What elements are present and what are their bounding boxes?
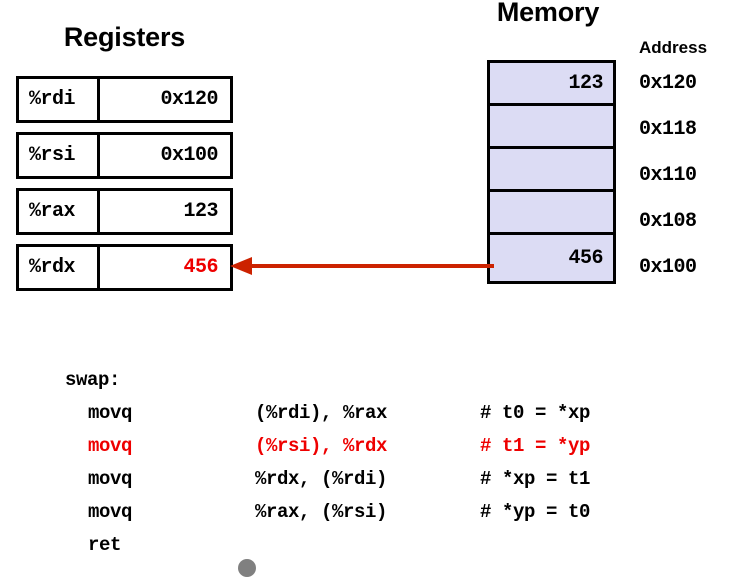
memory-cell-0x118 bbox=[490, 106, 613, 149]
code-line: movq %rax, (%rsi) # *yp = t0 bbox=[65, 495, 712, 528]
memory-to-rdx-arrow-icon bbox=[230, 257, 494, 275]
code-line: movq %rdx, (%rdi) # *xp = t1 bbox=[65, 462, 712, 495]
code-comment: # *yp = t0 bbox=[480, 500, 591, 523]
register-value: 0x100 bbox=[160, 144, 218, 167]
code-line: movq (%rdi), %rax # t0 = *xp bbox=[65, 396, 712, 429]
memory-block: 123 456 bbox=[487, 60, 616, 284]
code-mnemonic: ret bbox=[88, 533, 122, 556]
assembly-code-block: swap: movq (%rdi), %rax # t0 = *xp movq (%rsi… bbox=[65, 363, 712, 561]
address-label-0x120: 0x120 bbox=[639, 71, 697, 95]
code-comment: # t1 = *yp bbox=[480, 434, 591, 457]
register-value: 123 bbox=[183, 200, 218, 223]
register-value: 0x120 bbox=[160, 88, 218, 111]
code-line: ret bbox=[65, 528, 712, 561]
memory-cell-0x108 bbox=[490, 192, 613, 235]
registers-title: Registers bbox=[63, 22, 186, 52]
code-line: swap: bbox=[65, 363, 712, 396]
slide-progress-dot bbox=[238, 559, 256, 577]
address-label-0x100: 0x100 bbox=[639, 255, 697, 279]
address-label-list: 0x120 0x118 0x110 0x108 0x100 bbox=[639, 60, 697, 290]
register-name: %rsi bbox=[19, 135, 100, 176]
address-label-0x110: 0x110 bbox=[639, 163, 697, 187]
address-label-0x108: 0x108 bbox=[639, 209, 697, 233]
code-mnemonic: movq bbox=[88, 500, 133, 523]
code-operands: (%rdi), %rax bbox=[255, 401, 388, 424]
memory-cell-0x110 bbox=[490, 149, 613, 192]
memory-cell-0x120: 123 bbox=[490, 63, 613, 106]
register-row-rax: %rax 123 bbox=[16, 188, 233, 235]
code-operands: %rdx, (%rdi) bbox=[255, 467, 388, 490]
code-comment: # *xp = t1 bbox=[480, 467, 591, 490]
register-row-rdx: %rdx 456 bbox=[16, 244, 233, 291]
code-line: movq (%rsi), %rdx # t1 = *yp bbox=[65, 429, 712, 462]
register-name: %rdi bbox=[19, 79, 100, 120]
code-mnemonic: movq bbox=[88, 467, 133, 490]
code-mnemonic: movq bbox=[88, 401, 133, 424]
address-label-0x118: 0x118 bbox=[639, 117, 697, 141]
address-column-title: Address bbox=[639, 38, 708, 57]
code-operands: %rax, (%rsi) bbox=[255, 500, 388, 523]
code-label: swap: bbox=[65, 368, 121, 391]
register-row-rsi: %rsi 0x100 bbox=[16, 132, 233, 179]
register-name: %rax bbox=[19, 191, 100, 232]
code-mnemonic: movq bbox=[88, 434, 133, 457]
register-row-rdi: %rdi 0x120 bbox=[16, 76, 233, 123]
register-name: %rdx bbox=[19, 247, 100, 288]
code-operands: (%rsi), %rdx bbox=[255, 434, 388, 457]
registers-table: %rdi 0x120 %rsi 0x100 %rax 123 %rdx 456 bbox=[16, 76, 233, 300]
register-value: 456 bbox=[183, 256, 218, 279]
memory-title: Memory bbox=[496, 0, 600, 27]
memory-cell-0x100: 456 bbox=[568, 246, 603, 270]
code-comment: # t0 = *xp bbox=[480, 401, 591, 424]
